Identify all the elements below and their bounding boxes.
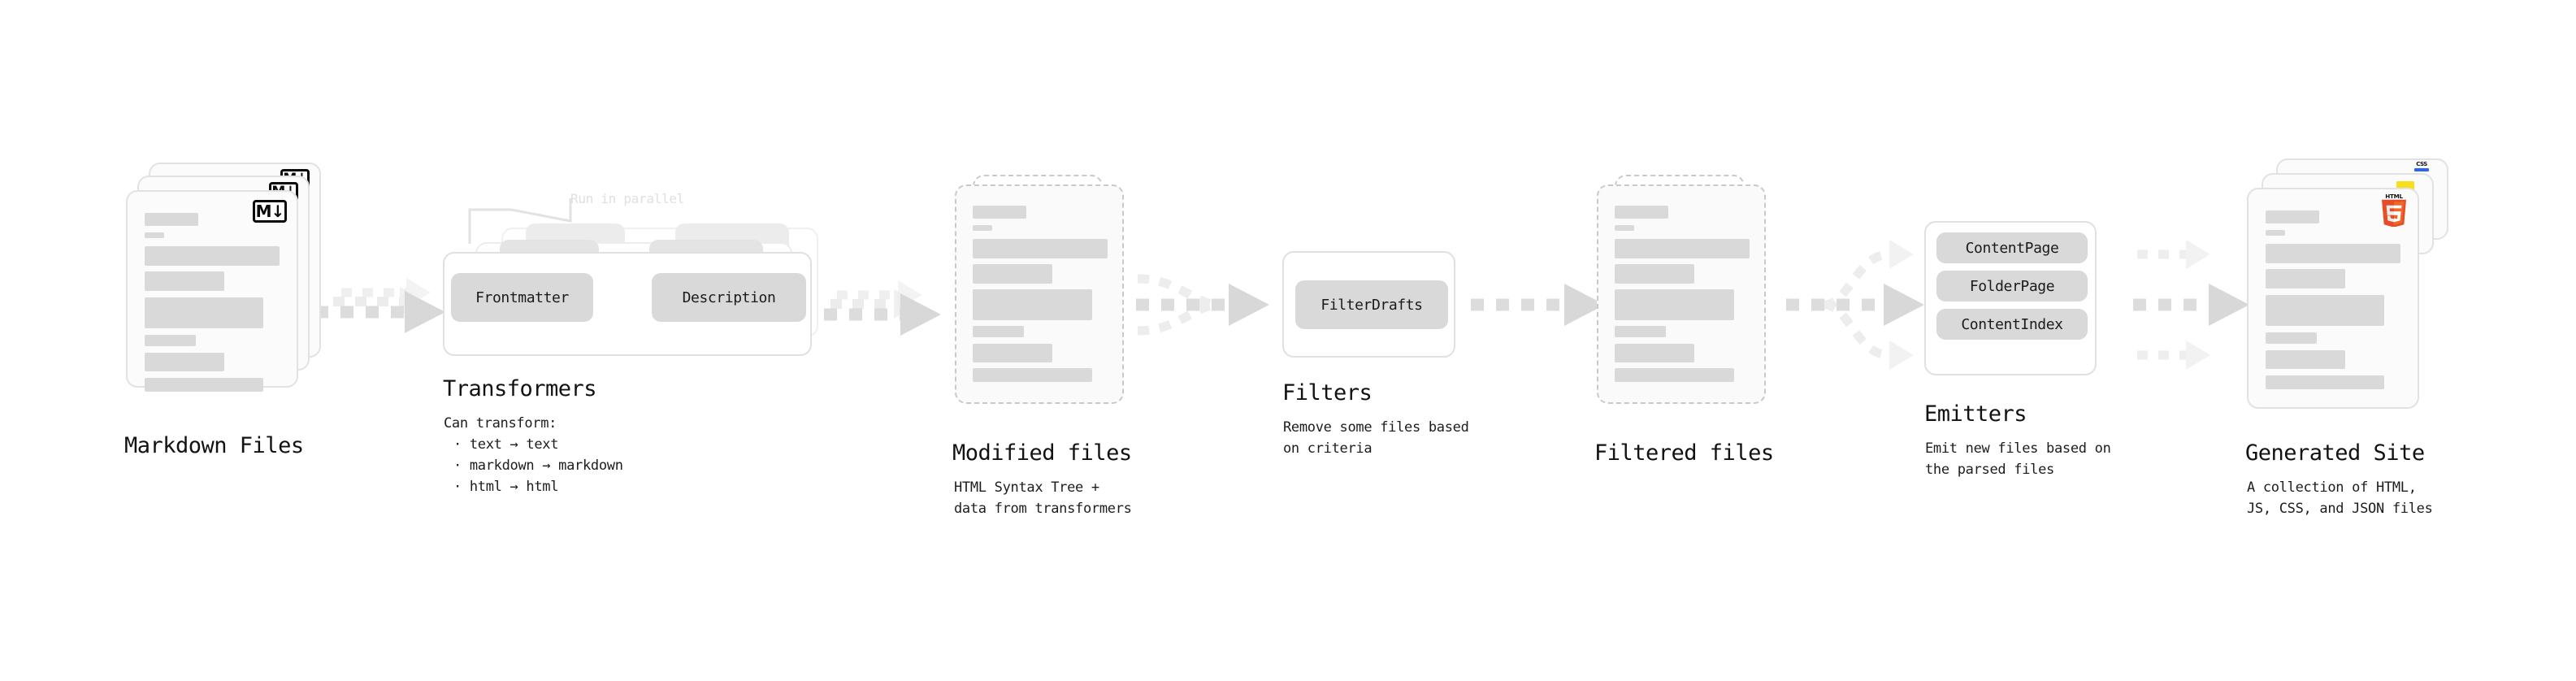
- emitters-panel: ContentPage FolderPage ContentIndex: [1924, 221, 2097, 375]
- html5-logo-svg: HTML: [2381, 193, 2407, 228]
- skeleton-bar: [1615, 239, 1750, 258]
- skeleton-bar: [973, 289, 1092, 320]
- skeleton-bar: [1615, 225, 1634, 231]
- emitters-caption: Emit new files based on the parsed files: [1925, 440, 2111, 478]
- filters-caption: Remove some files based on criteria: [1283, 419, 1469, 457]
- emitter-pill-contentindex[interactable]: ContentIndex: [1936, 309, 2088, 340]
- filters-panel: FilterDrafts: [1282, 251, 1455, 358]
- page-title-filtered-files: Filtered files: [1594, 440, 1774, 466]
- skeleton-bar: [1615, 344, 1694, 362]
- stage-filtered-files: Filtered files: [1594, 175, 1784, 466]
- transformer-panel-front: Frontmatter Description: [443, 252, 812, 356]
- markdown-card-front: M↓: [126, 190, 298, 392]
- skeleton-bar: [145, 246, 280, 266]
- arrow-filters-to-filtered: [1471, 284, 1605, 326]
- markdown-badge-icon: M↓: [253, 200, 287, 223]
- modified-card-stack: [955, 175, 1142, 410]
- skeleton-bar: [145, 378, 263, 392]
- skeleton-bar: [1615, 326, 1666, 337]
- skeleton-bar: [1615, 368, 1734, 382]
- markdown-card-stack: M↓ M↓ M↓: [126, 163, 345, 414]
- skeleton-bar: [145, 297, 263, 328]
- list-item: markdown → markdown: [453, 455, 623, 476]
- page-title-filters: Filters: [1282, 380, 1373, 406]
- skeleton-bar: [1615, 289, 1734, 320]
- skeleton-bar: [145, 271, 224, 291]
- skeleton-bar: [973, 264, 1052, 284]
- page-title-markdown-files: Markdown Files: [124, 433, 304, 458]
- modified-files-caption: HTML Syntax Tree + data from transformer…: [954, 479, 1132, 517]
- skeleton-bar: [2266, 230, 2285, 236]
- transformers-caption-list: text → text markdown → markdown html → h…: [444, 434, 623, 497]
- svg-text:HTML: HTML: [2385, 194, 2403, 200]
- skeleton-bar: [2266, 295, 2384, 326]
- css-badge-label: CSS: [2416, 161, 2427, 167]
- site-card-front-html: HTML: [2247, 188, 2419, 409]
- skeleton-bar: [973, 368, 1092, 382]
- generated-site-caption: A collection of HTML, JS, CSS, and JSON …: [2247, 479, 2433, 517]
- list-item: html → html: [453, 476, 623, 497]
- skeleton-bar: [2266, 350, 2345, 369]
- page-title-transformers: Transformers: [443, 376, 597, 401]
- skeleton-bar: [145, 213, 198, 226]
- transform-type-list: text → text markdown → markdown html → h…: [444, 434, 623, 497]
- filtered-card-front: [1597, 184, 1766, 404]
- skeleton-bar: [973, 206, 1026, 219]
- arrow-modified-to-filters: [1136, 274, 1269, 336]
- skeleton-bar: [2266, 332, 2317, 344]
- skeleton-bar: [973, 239, 1108, 258]
- css3-badge-icon: CSS: [2414, 161, 2429, 171]
- emitter-pill-folderpage[interactable]: FolderPage: [1936, 271, 2088, 301]
- skeleton-bar: [2266, 244, 2400, 263]
- skeleton-bar: [973, 344, 1052, 362]
- arrow-filtered-to-emitters: [1786, 240, 1924, 370]
- skeleton-bar: [1615, 206, 1668, 219]
- skeleton-bar: [145, 335, 196, 346]
- list-item: text → text: [453, 434, 623, 455]
- stage-generated-site: CSS HTML: [2245, 158, 2466, 517]
- skeleton-bar: [1615, 264, 1694, 284]
- skeleton-bar: [2266, 210, 2319, 223]
- stage-modified-files: Modified files HTML Syntax Tree + data f…: [952, 175, 1142, 517]
- page-title-generated-site: Generated Site: [2245, 440, 2425, 466]
- site-card-stack: CSS HTML: [2247, 158, 2466, 409]
- run-in-parallel-label: Run in parallel: [570, 191, 684, 206]
- skeleton-bar: [973, 326, 1024, 337]
- skeleton-bar: [2266, 375, 2384, 389]
- html5-badge-icon: HTML: [2380, 193, 2408, 230]
- transformers-caption-heading: Can transform:: [444, 415, 557, 432]
- page-title-emitters: Emitters: [1924, 401, 2027, 427]
- filtered-card-stack: [1597, 175, 1784, 410]
- transformer-pill-frontmatter[interactable]: Frontmatter: [451, 273, 593, 322]
- skeleton-bar: [973, 225, 992, 231]
- skeleton-bar: [145, 353, 224, 371]
- transformer-pill-description[interactable]: Description: [652, 273, 806, 322]
- modified-card-front: [955, 184, 1124, 404]
- page-title-modified-files: Modified files: [952, 440, 1132, 466]
- emitter-pill-contentpage[interactable]: ContentPage: [1936, 232, 2088, 263]
- arrow-emitters-to-site: [2133, 240, 2249, 370]
- filter-pill-filterdrafts[interactable]: FilterDrafts: [1295, 280, 1448, 329]
- arrow-transformers-to-modified: [824, 280, 941, 336]
- skeleton-bar: [2266, 269, 2345, 288]
- stage-markdown-files: M↓ M↓ M↓ Markdown Files: [124, 163, 345, 458]
- skeleton-bar: [145, 232, 164, 238]
